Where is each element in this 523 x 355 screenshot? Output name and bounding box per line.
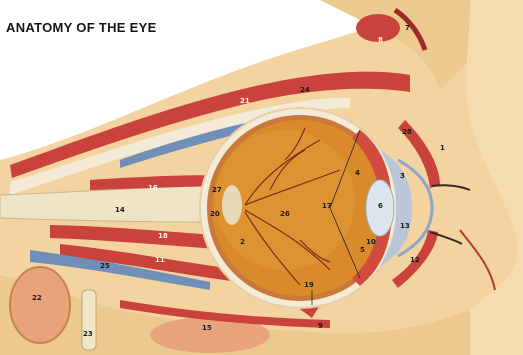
optic-disc [222, 185, 242, 225]
maxillary-sinus [10, 267, 70, 343]
label-8: 8 [378, 36, 383, 44]
label-5: 5 [360, 246, 365, 254]
label-18: 18 [158, 232, 168, 240]
label-2: 2 [240, 238, 245, 246]
label-9: 9 [318, 322, 323, 330]
label-12: 12 [410, 256, 420, 264]
label-28: 28 [402, 128, 412, 136]
label-20: 20 [210, 210, 220, 218]
label-15: 15 [202, 324, 212, 332]
label-21: 21 [240, 97, 250, 105]
label-26: 26 [280, 210, 290, 218]
label-24: 24 [300, 86, 310, 94]
label-27: 27 [212, 186, 222, 194]
label-25: 25 [100, 262, 110, 270]
label-22: 22 [32, 294, 42, 302]
label-13: 13 [400, 222, 410, 230]
label-7: 7 [405, 24, 410, 32]
label-1: 1 [440, 144, 445, 152]
label-14: 14 [115, 206, 125, 214]
nasal-duct [82, 290, 96, 350]
label-4: 4 [355, 169, 360, 177]
label-3: 3 [400, 172, 405, 180]
label-19: 19 [304, 281, 314, 289]
label-6: 6 [378, 202, 383, 210]
label-16: 16 [148, 184, 158, 192]
diagram-title: ANATOMY OF THE EYE [6, 20, 157, 35]
label-10: 10 [366, 238, 376, 246]
label-23: 23 [83, 330, 93, 338]
label-11: 11 [155, 256, 165, 264]
